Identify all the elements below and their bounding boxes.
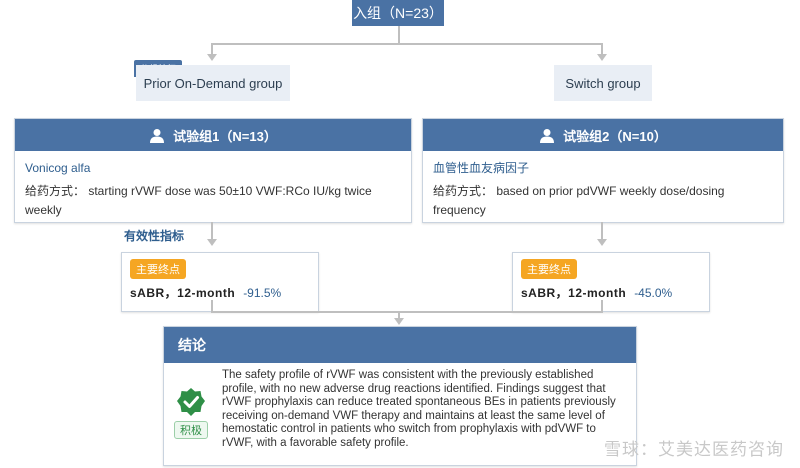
conclusion-header: 结论 — [164, 327, 636, 363]
watermark: 雪球：艾美达医药咨询 — [604, 435, 784, 460]
connector — [398, 311, 400, 319]
arm-body: Vonicog alfa 给药方式： starting rVWF dose wa… — [15, 151, 411, 228]
subgroup-left-label: Prior On-Demand group — [143, 75, 283, 91]
endpoint-row: sABR，12-month -91.5% — [130, 284, 310, 301]
connector — [601, 300, 603, 313]
arrow-down-icon — [207, 54, 217, 61]
watermark-text: 雪球：艾美达医药咨询 — [604, 440, 784, 459]
conclusion-title: 结论 — [178, 337, 206, 353]
conclusion-body: 积极 The safety profile of rVWF was consis… — [164, 363, 636, 464]
connector — [601, 43, 603, 55]
positive-badge: 积极 — [174, 421, 208, 439]
primary-endpoint-tag: 主要终点 — [130, 259, 186, 279]
user-icon — [540, 128, 555, 143]
arrow-down-icon — [207, 239, 217, 246]
endpoint-label: sABR，12-month — [521, 286, 627, 300]
connector — [211, 43, 213, 55]
connector — [398, 26, 400, 44]
arrow-down-icon — [394, 318, 404, 325]
endpoint-value: -45.0% — [634, 286, 673, 300]
subgroup-right-label: Switch group — [565, 75, 641, 91]
arrow-down-icon — [597, 239, 607, 246]
arm-card-2: 试验组2（N=10） 血管性血友病因子 给药方式： based on prior… — [422, 118, 784, 223]
conclusion-text: The safety profile of rVWF was consisten… — [222, 369, 616, 449]
arm-header: 试验组2（N=10） — [423, 119, 783, 151]
drug-name: 血管性血友病因子 — [433, 161, 530, 175]
endpoint-card-2: 主要终点 sABR，12-month -45.0% — [512, 252, 710, 312]
arm-title: 试验组2（N=10） — [563, 128, 667, 144]
check-badge-icon — [177, 388, 205, 416]
primary-endpoint-tag: 主要终点 — [521, 259, 577, 279]
dosing-text: 给药方式： based on prior pdVWF weekly dose/d… — [433, 184, 725, 217]
connector — [211, 43, 603, 45]
endpoint-row: sABR，12-month -45.0% — [521, 284, 701, 301]
arrow-down-icon — [597, 54, 607, 61]
enrollment-box: 入组（N=23） — [352, 0, 444, 26]
enrollment-label: 入组（N=23） — [353, 5, 443, 21]
drug-name: Vonicog alfa — [25, 161, 91, 175]
arm-card-1: 试验组1（N=13） Vonicog alfa 给药方式： starting r… — [14, 118, 412, 223]
subgroup-right: Switch group — [554, 65, 652, 101]
endpoint-card-1: 主要终点 sABR，12-month -91.5% — [121, 252, 319, 312]
dosing-text: 给药方式： starting rVWF dose was 50±10 VWF:R… — [25, 184, 372, 217]
efficacy-label: 有效性指标 — [124, 229, 185, 243]
conclusion-card: 结论 积极 The safety profile of rVWF was con… — [163, 326, 637, 466]
arm-body: 血管性血友病因子 给药方式： based on prior pdVWF week… — [423, 151, 783, 228]
connector — [211, 300, 213, 313]
user-icon — [150, 128, 165, 143]
connector — [211, 222, 213, 240]
connector — [211, 311, 603, 313]
endpoint-value: -91.5% — [243, 286, 282, 300]
arm-header: 试验组1（N=13） — [15, 119, 411, 151]
endpoint-label: sABR，12-month — [130, 286, 236, 300]
arm-title: 试验组1（N=13） — [173, 128, 277, 144]
connector — [601, 222, 603, 240]
subgroup-left: Prior On-Demand group — [136, 65, 290, 101]
